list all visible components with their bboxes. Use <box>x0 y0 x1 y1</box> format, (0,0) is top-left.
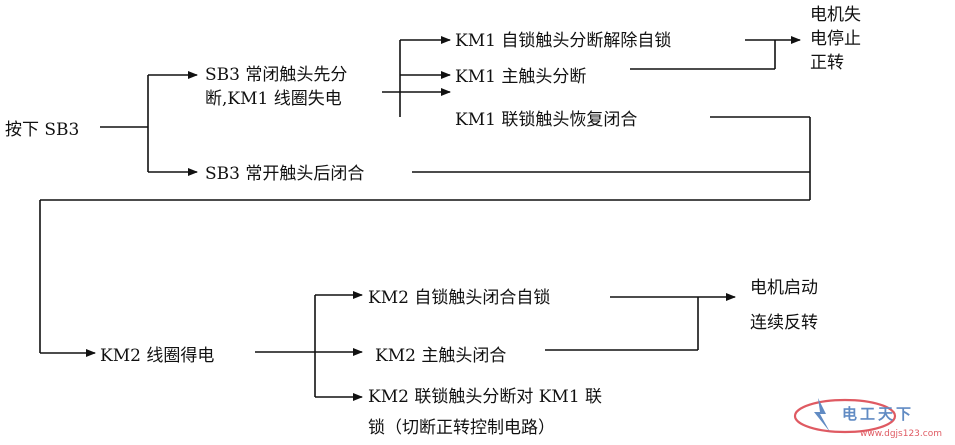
node-km2-main: KM2 主触头闭合 <box>375 346 506 366</box>
node-motor-start-line2: 连续反转 <box>750 313 818 333</box>
node-motor-stop-line3: 正转 <box>810 53 844 73</box>
node-km2-coil: KM2 线圈得电 <box>100 346 214 366</box>
node-press-sb3: 按下 SB3 <box>5 120 79 140</box>
node-sb3-nc-line2: 断,KM1 线圈失电 <box>205 89 342 109</box>
watermark-url: www.dgjs123.com <box>860 429 942 439</box>
watermark-brand: 电工天下 <box>842 405 914 423</box>
node-sb3-nc-line1: SB3 常闭触头先分 <box>205 65 347 85</box>
node-km2-self-lock: KM2 自锁触头闭合自锁 <box>368 288 550 308</box>
connector-lines <box>39 36 811 401</box>
watermark-logo: 电工天下 www.dgjs123.com <box>793 398 942 439</box>
node-km1-self-lock: KM1 自锁触头分断解除自锁 <box>455 31 671 51</box>
node-labels: 按下 SB3 SB3 常闭触头先分 断,KM1 线圈失电 KM1 自锁触头分断解… <box>5 5 861 438</box>
node-km2-interlock-line2: 锁（切断正转控制电路） <box>368 418 555 438</box>
node-km1-interlock: KM1 联锁触头恢复闭合 <box>455 110 637 130</box>
node-km2-interlock-line1: KM2 联锁触头分断对 KM1 联 <box>368 387 602 407</box>
node-motor-stop-line2: 电停止 <box>810 29 861 49</box>
lightning-bolt-icon <box>814 398 830 432</box>
node-km1-main: KM1 主触头分断 <box>455 67 586 87</box>
node-sb3-no: SB3 常开触头后闭合 <box>205 164 364 184</box>
node-motor-stop-line1: 电机失 <box>810 5 861 25</box>
logo-swoosh-icon <box>793 398 897 434</box>
node-motor-start-line1: 电机启动 <box>750 278 818 298</box>
